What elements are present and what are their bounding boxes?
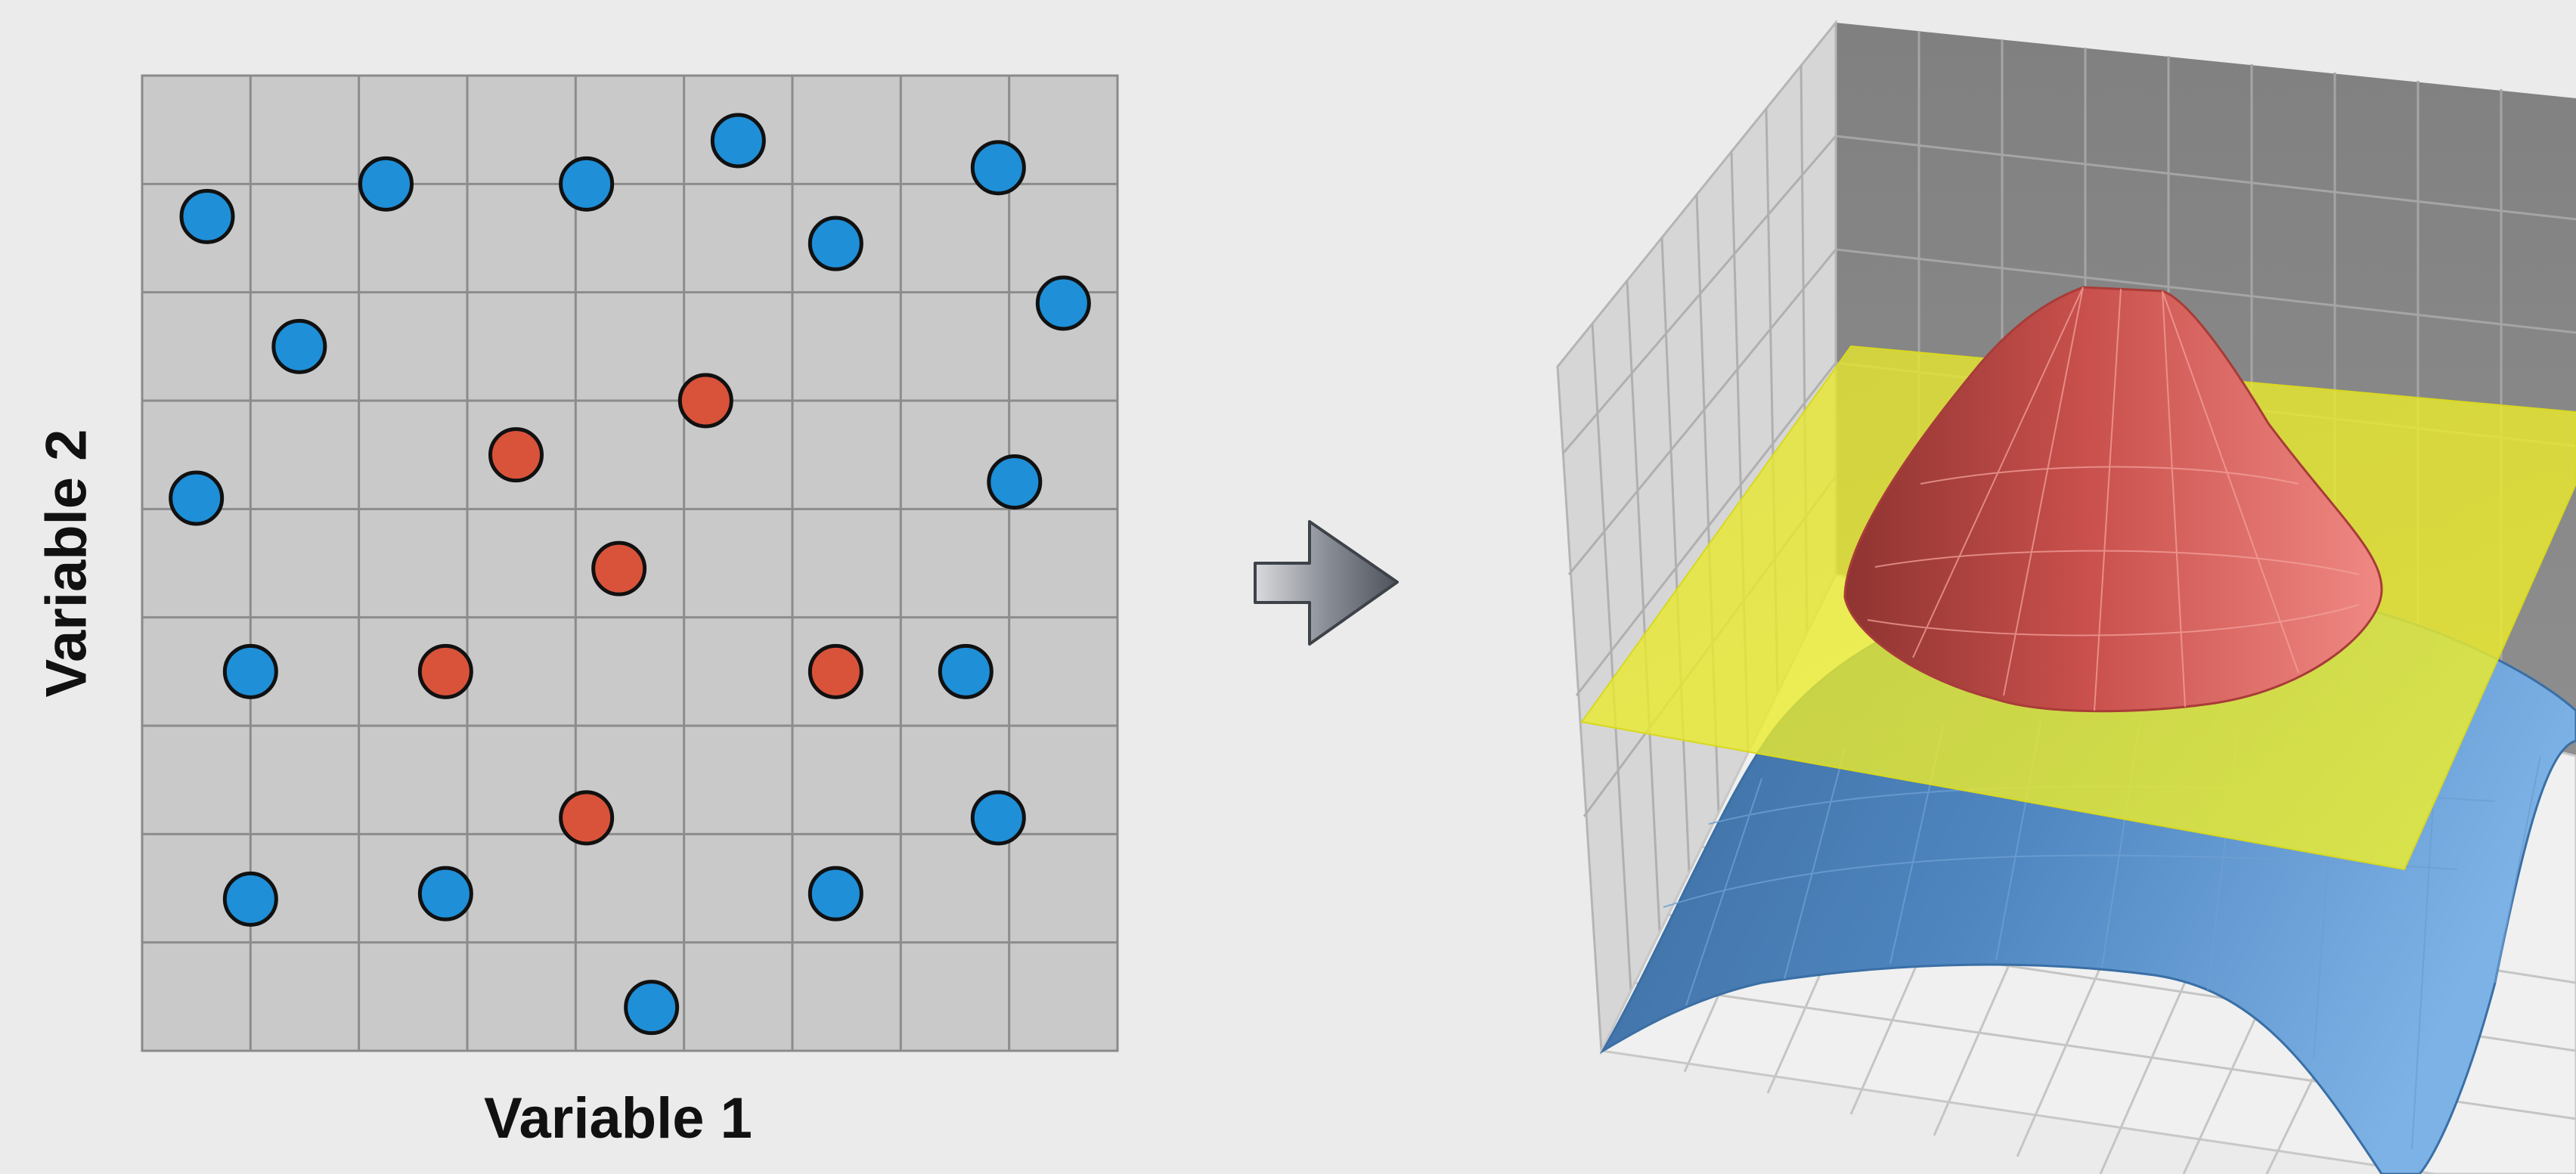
blue-data-point — [710, 113, 766, 169]
peak-surface — [1843, 286, 2383, 713]
scatter-points — [169, 113, 1091, 1036]
blue-data-point — [624, 980, 680, 1036]
blue-data-point — [358, 156, 414, 212]
blue-data-point — [169, 470, 225, 526]
peak-surface-mesh — [1867, 287, 2360, 711]
x-axis-label: Variable 1 — [484, 1086, 752, 1151]
red-data-point — [417, 643, 473, 699]
blue-data-point — [970, 790, 1026, 846]
red-data-point — [559, 790, 615, 846]
red-data-point — [677, 373, 733, 429]
blue-data-point — [222, 871, 278, 927]
blue-data-point — [938, 643, 994, 699]
blue-data-point — [271, 318, 327, 374]
blue-data-point — [179, 188, 235, 244]
blue-data-point — [808, 215, 863, 271]
y-axis-label: Variable 2 — [34, 429, 99, 698]
surface-3d-plot — [1556, 19, 2576, 1174]
red-data-point — [488, 427, 544, 483]
blue-data-point — [808, 866, 863, 922]
right-arrow-icon — [1254, 520, 1399, 646]
blue-data-point — [970, 140, 1026, 196]
scatter-plot — [141, 74, 1119, 1052]
blue-data-point — [1035, 275, 1091, 331]
red-data-point — [808, 643, 863, 699]
blue-data-point — [559, 156, 615, 212]
blue-data-point — [987, 454, 1043, 510]
red-data-point — [591, 541, 647, 596]
blue-data-point — [222, 643, 278, 699]
blue-data-point — [417, 866, 473, 922]
